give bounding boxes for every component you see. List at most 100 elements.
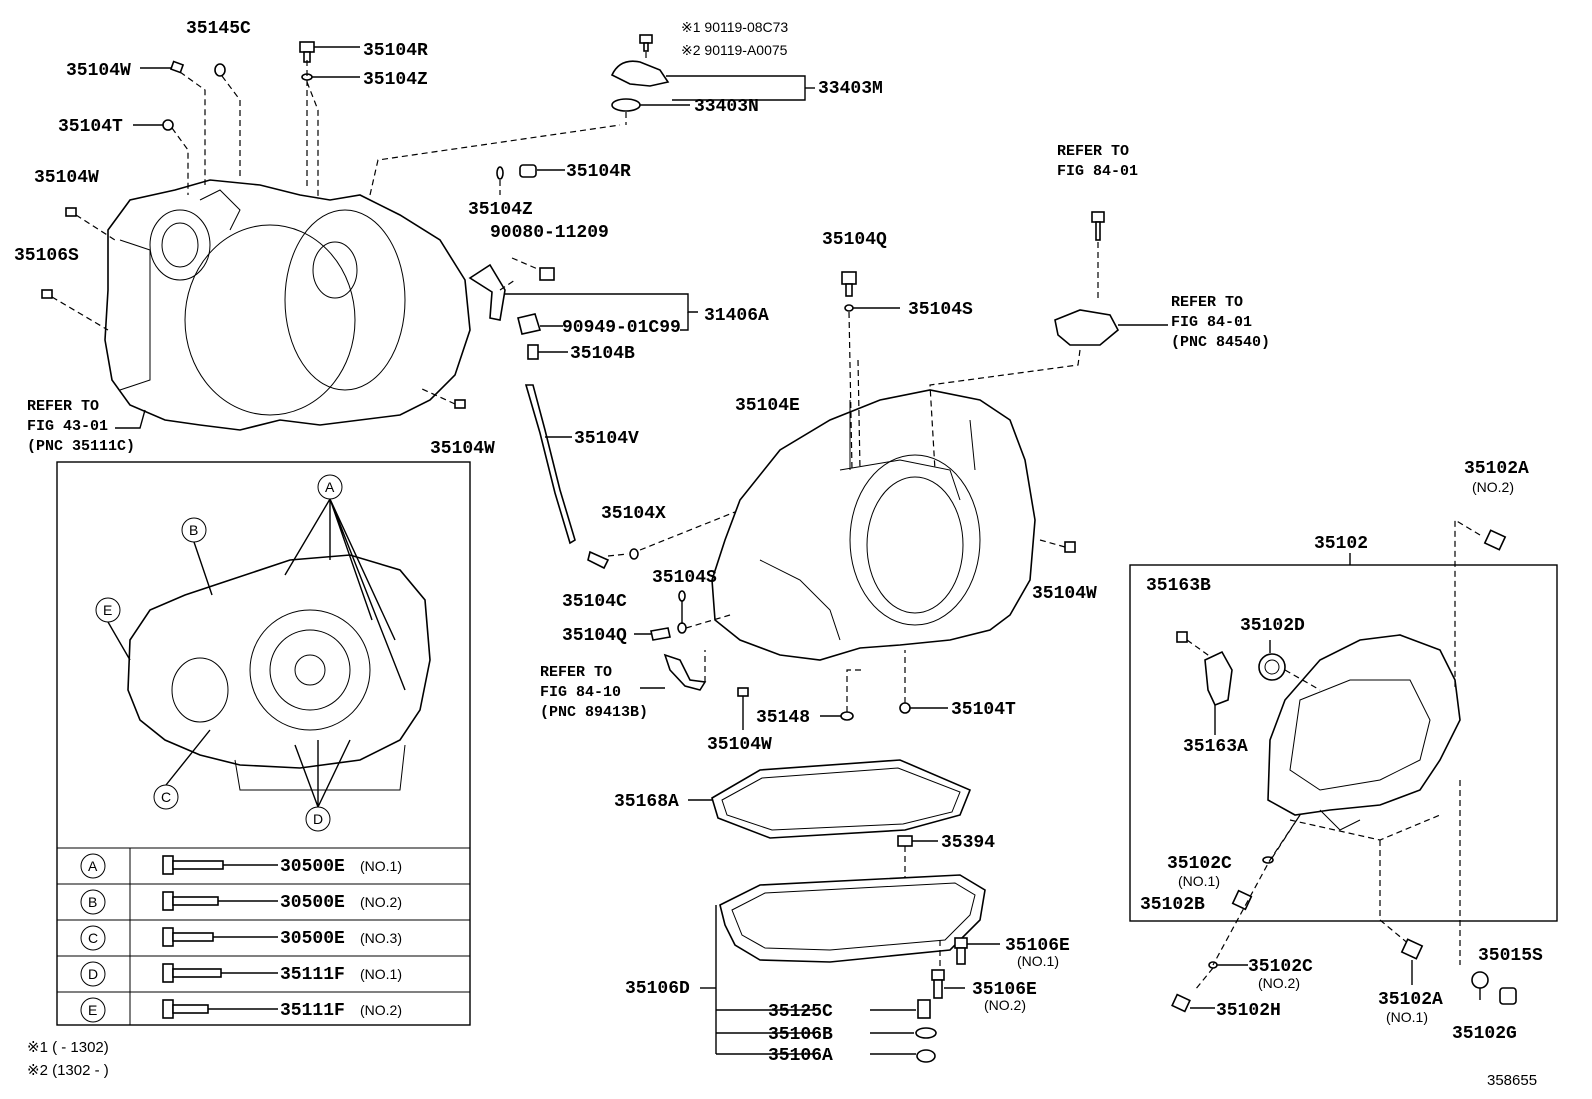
label-35102C: 35102C bbox=[1248, 957, 1313, 977]
refer-to-text: REFER TO bbox=[540, 664, 612, 681]
label-35102A: 35102A bbox=[1378, 990, 1443, 1010]
table-key-A: A bbox=[88, 858, 98, 874]
label-35106S: 35106S bbox=[14, 246, 79, 266]
label-35163A: 35163A bbox=[1183, 737, 1248, 757]
table-no: (NO.3) bbox=[360, 930, 402, 946]
label-35104C: 35104C bbox=[562, 592, 627, 612]
label-35104W: 35104W bbox=[430, 439, 495, 459]
refer-fig-84-01: FIG 84-01 bbox=[1171, 314, 1252, 331]
label-35125C: 35125C bbox=[768, 1002, 833, 1022]
table-part-35111F: 35111F bbox=[280, 965, 345, 985]
label-35104R: 35104R bbox=[566, 162, 631, 182]
label-35104S: 35104S bbox=[908, 300, 973, 320]
reference-labels: REFER TO FIG 43-01 (PNC 35111C) REFER TO… bbox=[27, 143, 1270, 721]
refer-pnc-84540: (PNC 84540) bbox=[1171, 334, 1270, 351]
sublabel-no1: (NO.1) bbox=[1017, 953, 1059, 969]
label-31406A: 31406A bbox=[704, 306, 769, 326]
label-35102B: 35102B bbox=[1140, 895, 1205, 915]
table-part-35111F: 35111F bbox=[280, 1001, 345, 1021]
label-90949-01C99: 90949-01C99 bbox=[562, 318, 681, 338]
label-35104Z: 35104Z bbox=[468, 200, 533, 220]
refer-to-text: REFER TO bbox=[1057, 143, 1129, 160]
bolt-position-box bbox=[56, 461, 471, 1026]
label-35015S: 35015S bbox=[1478, 946, 1543, 966]
table-no: (NO.2) bbox=[360, 894, 402, 910]
callout-B: B bbox=[189, 522, 198, 538]
label-35104W: 35104W bbox=[707, 735, 772, 755]
label-35102G: 35102G bbox=[1452, 1024, 1517, 1044]
callout-C: C bbox=[161, 789, 171, 805]
label-35104B: 35104B bbox=[570, 344, 635, 364]
table-key-B: B bbox=[88, 894, 97, 910]
label-35104W: 35104W bbox=[66, 61, 131, 81]
sub-labels: (NO.2) (NO.1) (NO.2) (NO.1) (NO.2) (NO.1… bbox=[984, 479, 1514, 1025]
callout-D: D bbox=[313, 811, 323, 827]
refer-to-text: REFER TO bbox=[27, 398, 99, 415]
footnote-1: ※1 ( - 1302) bbox=[27, 1039, 109, 1056]
table-key-E: E bbox=[88, 1002, 97, 1018]
label-35104W: 35104W bbox=[1032, 584, 1097, 604]
refer-fig-84-01: FIG 84-01 bbox=[1057, 163, 1138, 180]
callout-E: E bbox=[103, 602, 112, 618]
label-35102C: 35102C bbox=[1167, 854, 1232, 874]
label-33403N: 33403N bbox=[694, 97, 759, 117]
part-number-labels: 35145C 35104R 35104W 35104Z 35104T 35104… bbox=[14, 19, 1543, 1066]
label-90119-A0075: ※2 90119-A0075 bbox=[681, 42, 788, 58]
center-upper-parts bbox=[468, 164, 741, 570]
label-35104Q: 35104Q bbox=[562, 626, 627, 646]
label-35104Q: 35104Q bbox=[822, 230, 887, 250]
refer-pnc-89413B: (PNC 89413B) bbox=[540, 704, 648, 721]
label-35104R: 35104R bbox=[363, 41, 428, 61]
footnote-2: ※2 (1302 - ) bbox=[27, 1062, 109, 1079]
diagram-number: 358655 bbox=[1487, 1072, 1537, 1089]
small-parts-top-left bbox=[41, 41, 621, 409]
callout-A: A bbox=[325, 479, 335, 495]
refer-to-text: REFER TO bbox=[1171, 294, 1243, 311]
refer-fig-43-01: FIG 43-01 bbox=[27, 418, 108, 435]
sublabel-no2: (NO.2) bbox=[1258, 975, 1300, 991]
label-90080-11209: 90080-11209 bbox=[490, 223, 609, 243]
table-part-30500E: 30500E bbox=[280, 857, 345, 877]
speed-sensor-parts bbox=[610, 34, 815, 125]
sublabel-no1: (NO.1) bbox=[1178, 873, 1220, 889]
table-no: (NO.2) bbox=[360, 1002, 402, 1018]
table-no: (NO.1) bbox=[360, 966, 402, 982]
oil-pan-gasket bbox=[688, 759, 1000, 1063]
label-35106E: 35106E bbox=[972, 980, 1037, 1000]
label-35102D: 35102D bbox=[1240, 616, 1305, 636]
extension-housing-box bbox=[1129, 518, 1558, 922]
label-35148: 35148 bbox=[756, 708, 810, 728]
sublabel-no2: (NO.2) bbox=[984, 997, 1026, 1013]
label-35106B: 35106B bbox=[768, 1025, 833, 1045]
table-key-C: C bbox=[88, 930, 98, 946]
transaxle-housing-left bbox=[104, 179, 471, 431]
refer-pnc-35111C: (PNC 35111C) bbox=[27, 438, 135, 455]
refer-fig-84-10: FIG 84-10 bbox=[540, 684, 621, 701]
label-35104T: 35104T bbox=[58, 117, 123, 137]
label-35104E: 35104E bbox=[735, 396, 800, 416]
label-90119-08C73: ※1 90119-08C73 bbox=[681, 19, 788, 35]
label-35102: 35102 bbox=[1314, 534, 1368, 554]
label-35104W: 35104W bbox=[34, 168, 99, 188]
label-35104T: 35104T bbox=[951, 700, 1016, 720]
table-no: (NO.1) bbox=[360, 858, 402, 874]
label-35104X: 35104X bbox=[601, 504, 666, 524]
sublabel-no1: (NO.1) bbox=[1386, 1009, 1428, 1025]
label-35106A: 35106A bbox=[768, 1046, 833, 1066]
label-35145C: 35145C bbox=[186, 19, 251, 39]
table-key-D: D bbox=[88, 966, 98, 982]
label-35168A: 35168A bbox=[614, 792, 679, 812]
extension-housing-lower-parts bbox=[1171, 780, 1517, 1013]
label-35394: 35394 bbox=[941, 833, 995, 853]
callout-letters: A B C D E bbox=[103, 479, 335, 827]
case-detail-view bbox=[127, 554, 431, 791]
label-35104S: 35104S bbox=[652, 568, 717, 588]
footnotes: ※1 ( - 1302) ※2 (1302 - ) 358655 bbox=[27, 1039, 1537, 1089]
bolt-table: A 30500E (NO.1) B 30500E (NO.2) C 30500E… bbox=[88, 857, 402, 1021]
label-35104V: 35104V bbox=[574, 429, 639, 449]
label-33403M: 33403M bbox=[818, 79, 883, 99]
table-part-30500E: 30500E bbox=[280, 929, 345, 949]
table-part-30500E: 30500E bbox=[280, 893, 345, 913]
sublabel-no2: (NO.2) bbox=[1472, 479, 1514, 495]
